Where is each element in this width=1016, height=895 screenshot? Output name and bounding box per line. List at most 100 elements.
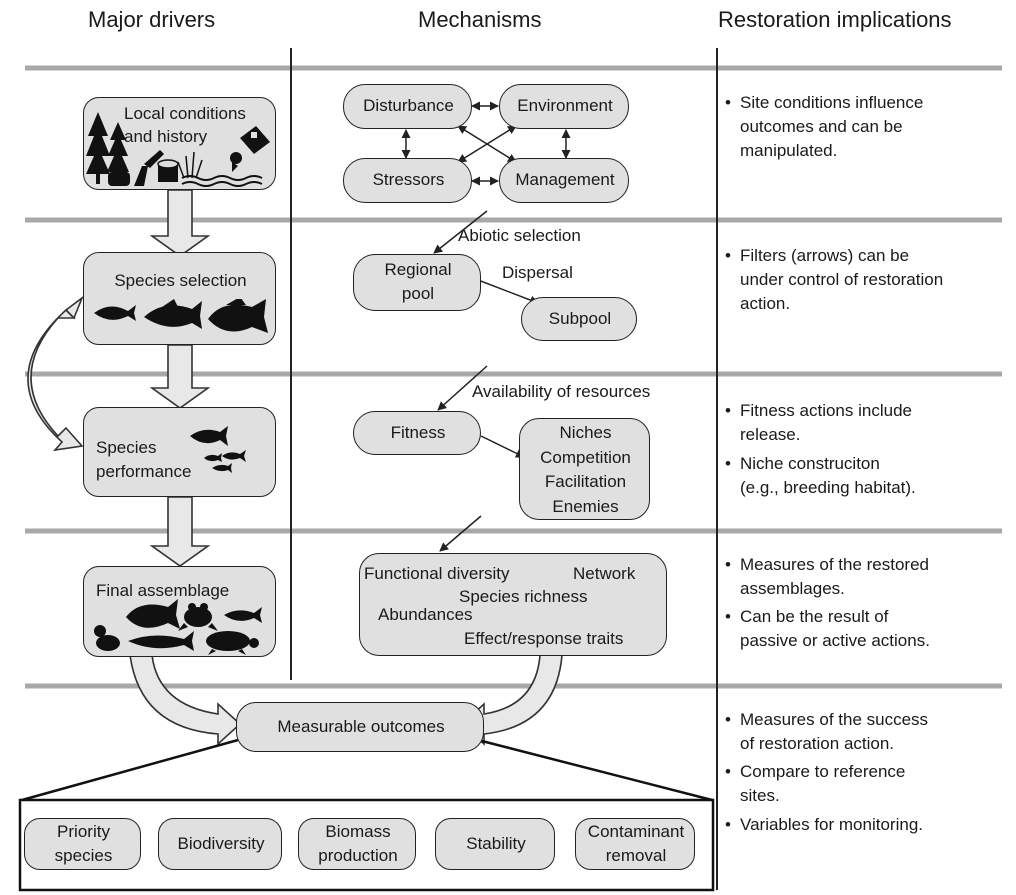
implication-text: Filters (arrows) can be: [740, 246, 910, 265]
bullet-icon: •: [725, 607, 731, 626]
local-conditions-icons: [86, 112, 270, 187]
bullet-icon: •: [725, 815, 731, 834]
implication-text: Measures of the success: [740, 710, 929, 729]
mechanism-management-label: Management: [515, 170, 615, 189]
mechanism-row3-arrows: [437, 365, 525, 458]
interaction-enemies: Enemies: [552, 497, 619, 516]
mechanism-fitness: Fitness: [353, 411, 481, 455]
implication-text: Fitness actions include: [740, 401, 912, 420]
availability-label: Availability of resources: [472, 382, 651, 401]
mechanism-row1-arrows: [401, 101, 571, 186]
implication-text: release.: [740, 425, 801, 444]
outcome-priority-species-line2: species: [54, 846, 113, 865]
outcome-priority-species: Priority species: [24, 818, 141, 870]
wetland-reeds-icon: [177, 151, 203, 179]
implication-text: Can be the result of: [740, 607, 889, 626]
metric-functional-diversity: Functional diversity: [364, 564, 510, 583]
outcome-biomass-production-line2: production: [318, 846, 398, 865]
driver-species-performance-line1: Species: [96, 438, 157, 457]
frog-icon: [178, 603, 218, 631]
driver-local-conditions-line1: Local conditions: [124, 104, 246, 123]
implication-text: sites.: [740, 786, 780, 805]
measurable-outcomes-box: Measurable outcomes: [236, 702, 484, 752]
outcome-stability: Stability: [435, 818, 555, 870]
mechanism-regional-pool-line2: pool: [401, 284, 435, 303]
implication-text: Niche construciton: [740, 454, 880, 473]
abiotic-selection-label: Abiotic selection: [458, 226, 581, 245]
duck-icon: [94, 625, 120, 651]
bullet-icon: •: [725, 93, 731, 112]
fish-icon: [224, 607, 262, 623]
driver-final-assemblage-label: Final assemblage: [96, 581, 230, 600]
turtle-icon: [206, 631, 259, 655]
tree-stump-icon: [157, 159, 179, 182]
implication-text: assemblages.: [740, 579, 845, 598]
mechanism-stressors: Stressors: [343, 158, 472, 203]
driver-flow-arrows: [149, 189, 211, 567]
outcome-contaminant-removal: Contaminant removal: [575, 818, 695, 870]
small-fish-icon: [94, 305, 136, 321]
dispersal-label: Dispersal: [502, 263, 573, 282]
driver-species-performance: Species performance: [83, 407, 276, 497]
implication-text: Compare to reference: [740, 762, 906, 781]
pine-tree-icon: [86, 112, 110, 184]
mechanism-management: Management: [499, 158, 629, 203]
driver-local-conditions: Local conditions and history: [83, 97, 276, 190]
bass-fish-icon: [208, 299, 268, 333]
mechanism-subpool: Subpool: [521, 297, 637, 341]
driver-final-assemblage: Final assemblage: [83, 566, 276, 657]
mechanism-environment-label: Environment: [517, 96, 613, 115]
driver-species-performance-line2: performance: [96, 462, 192, 481]
header-major-drivers: Major drivers: [88, 7, 216, 32]
driver-species-selection-label: Species selection: [114, 271, 247, 290]
mechanism-subpool-label: Subpool: [548, 309, 612, 328]
mechanism-stressors-label: Stressors: [372, 170, 445, 189]
logging-stump-icon: [108, 150, 164, 186]
bullet-icon: •: [725, 454, 731, 473]
outcome-biodiversity-label: Biodiversity: [177, 834, 265, 853]
mechanism-interactions: Niches Competition Facilitation Enemies: [519, 418, 650, 520]
fish-school-icons: [190, 426, 246, 473]
column-separators: [290, 48, 718, 890]
driver-local-conditions-line2: and history: [124, 127, 208, 146]
outcome-priority-species-line1: Priority: [57, 822, 110, 841]
metric-effect-response-traits: Effect/response traits: [464, 629, 624, 648]
fish-icon: [204, 453, 222, 462]
header-mechanisms: Mechanisms: [418, 7, 542, 32]
bullet-icon: •: [725, 762, 731, 781]
driver-species-selection: Species selection: [83, 252, 276, 345]
fish-icon: [212, 463, 232, 473]
outcome-contaminant-removal-line2: removal: [605, 846, 667, 865]
fish-icon: [222, 450, 246, 462]
outcome-funnel: [21, 738, 713, 802]
mechanism-row2-arrows: [433, 210, 539, 305]
outcome-biomass-production-line1: Biomass: [325, 822, 391, 841]
metric-abundances: Abundances: [378, 605, 473, 624]
interaction-facilitation: Facilitation: [544, 472, 627, 491]
metric-species-richness: Species richness: [459, 587, 588, 606]
bullet-icon: •: [725, 710, 731, 729]
mechanism-regional-pool-line1: Regional: [384, 260, 452, 279]
assemblage-silhouettes: [94, 599, 262, 655]
mechanism-environment: Environment: [499, 84, 629, 129]
outcome-biomass-production: Biomass production: [298, 818, 416, 870]
mechanism-regional-pool: Regional pool: [353, 254, 481, 311]
bullet-icon: •: [725, 401, 731, 420]
metric-network: Network: [573, 564, 636, 583]
bass-fish-icon: [126, 599, 180, 629]
implication-text: action.: [740, 294, 791, 313]
medium-fish-icon: [144, 299, 202, 329]
implication-text: Measures of the restored: [740, 555, 929, 574]
pollution-barrel-icon: [230, 126, 270, 172]
mechanism-assemblage-metrics: Functional diversity Network Species ric…: [359, 553, 667, 656]
fish-silhouettes: [94, 299, 268, 333]
outcome-stability-label: Stability: [466, 834, 526, 853]
interaction-niches: Niches: [559, 423, 612, 442]
water-waves-icon: [181, 175, 263, 187]
feedback-arrow: [27, 295, 84, 452]
interaction-competition: Competition: [540, 448, 631, 467]
mechanism-row4-arrows: [439, 515, 482, 552]
header-restoration-implications: Restoration implications: [718, 7, 952, 32]
implication-text: Variables for monitoring.: [740, 815, 923, 834]
outcome-biodiversity: Biodiversity: [158, 818, 282, 870]
